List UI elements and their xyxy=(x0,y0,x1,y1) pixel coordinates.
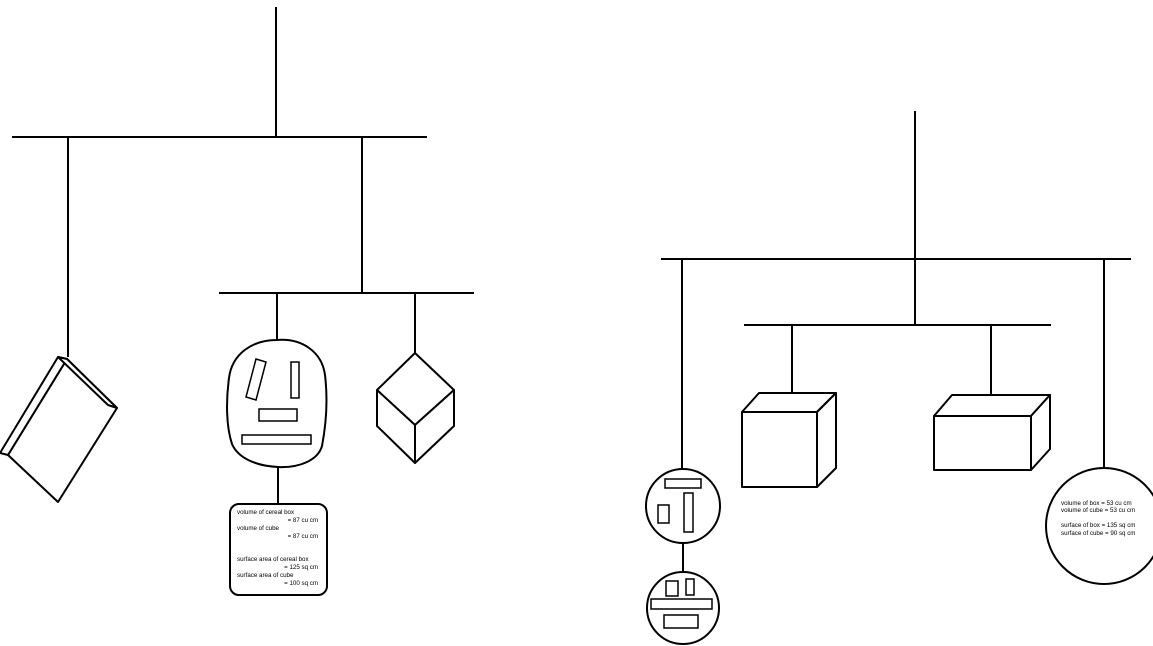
left-mobile: volume of cereal box = 87 cu cm volume o… xyxy=(0,7,474,596)
left-card-line-4: = 87 cu cm xyxy=(288,533,318,540)
left-info-card: volume of cereal box = 87 cu cm volume o… xyxy=(229,503,328,596)
left-card-line-6: = 125 sq cm xyxy=(284,564,318,571)
left-card-line-2: = 87 cu cm xyxy=(288,517,318,524)
left-card-line-1: volume of cereal box xyxy=(237,509,295,516)
cube-net-circle xyxy=(645,468,721,544)
right-cube-shape xyxy=(741,392,837,488)
right-box-shape xyxy=(933,394,1051,471)
right-card-line-2: volume of cube = 53 cu cm xyxy=(1061,507,1135,514)
cereal-box-shape xyxy=(0,356,118,503)
cube-shape xyxy=(376,352,455,464)
left-info-card-box xyxy=(229,503,328,596)
right-info-circle-shape xyxy=(1045,467,1153,585)
right-card-line-1: volume of box = 53 cu cm xyxy=(1061,500,1132,507)
right-card-line-4: surface of cube = 90 sq cm xyxy=(1061,530,1135,537)
right-mobile: volume of box = 53 cu cm volume of cube … xyxy=(645,111,1153,645)
box-net-circle xyxy=(646,571,720,645)
cereal-box-net-oval xyxy=(226,338,328,469)
left-card-line-5: surface area of cereal box xyxy=(237,556,309,563)
right-info-circle: volume of box = 53 cu cm volume of cube … xyxy=(1045,467,1153,585)
left-card-line-8: = 100 sq cm xyxy=(284,580,318,587)
right-card-line-3: surface of box = 135 sq cm xyxy=(1061,522,1135,529)
left-card-line-3: volume of cube xyxy=(237,525,280,532)
left-card-line-7: surface area of cube xyxy=(237,572,294,579)
